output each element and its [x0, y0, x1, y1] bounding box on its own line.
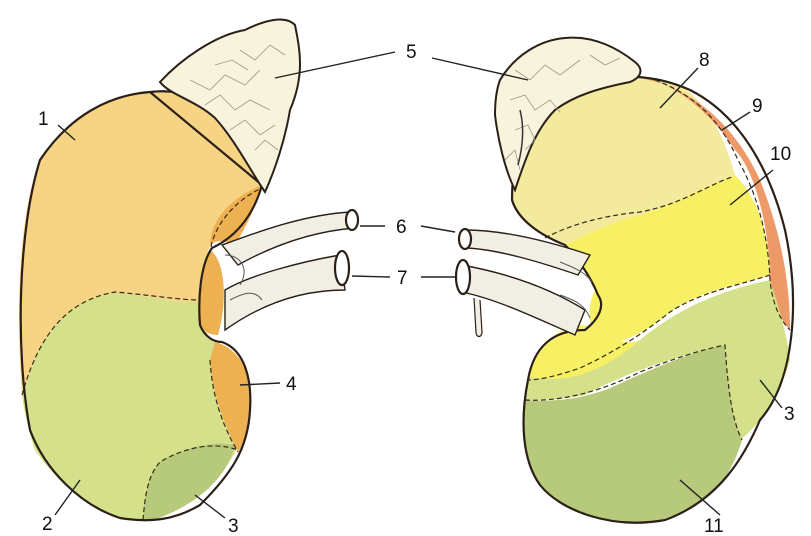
- label-4: 4: [286, 374, 297, 395]
- label-10: 10: [770, 144, 791, 165]
- label-9: 9: [752, 96, 763, 117]
- label-1: 1: [38, 109, 49, 130]
- right-kidney: [495, 38, 793, 523]
- label-11: 11: [704, 516, 724, 536]
- label-3-right: 3: [784, 404, 795, 425]
- label-8: 8: [699, 50, 710, 71]
- label-6: 6: [396, 217, 407, 238]
- label-5: 5: [406, 42, 417, 63]
- label-7: 7: [397, 268, 408, 289]
- left-kidney: [19, 20, 300, 521]
- label-3-left: 3: [228, 516, 239, 536]
- label-2: 2: [42, 514, 53, 535]
